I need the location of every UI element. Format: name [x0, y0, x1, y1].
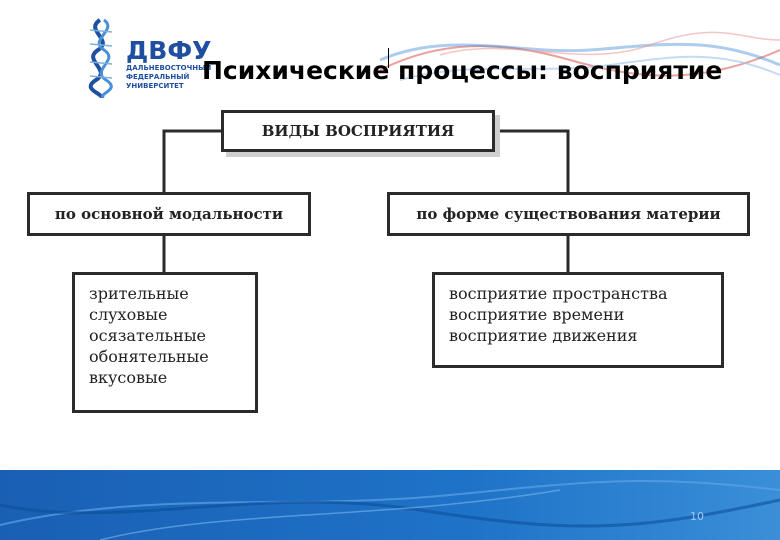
connector-root-right: [495, 131, 568, 192]
list-item: восприятие времени: [449, 304, 707, 325]
matter-form-list: восприятие пространства восприятие време…: [432, 272, 724, 368]
list-item: осязательные: [89, 325, 241, 346]
footer-wave-banner: [0, 470, 780, 540]
list-item: зрительные: [89, 283, 241, 304]
matter-form-category-label: по форме существования материи: [416, 205, 720, 223]
list-item: обонятельные: [89, 346, 241, 367]
modality-category-label: по основной модальности: [55, 205, 283, 223]
modality-list: зрительные слуховые осязательные обоняте…: [72, 272, 258, 413]
root-category-box: ВИДЫ ВОСПРИЯТИЯ: [221, 110, 495, 152]
list-item: слуховые: [89, 304, 241, 325]
page-number: 10: [690, 510, 704, 523]
list-item: восприятие пространства: [449, 283, 707, 304]
list-item: вкусовые: [89, 367, 241, 388]
list-item: восприятие движения: [449, 325, 707, 346]
root-category-label: ВИДЫ ВОСПРИЯТИЯ: [262, 122, 455, 140]
connector-root-left: [164, 131, 221, 192]
modality-category-box: по основной модальности: [27, 192, 311, 236]
matter-form-category-box: по форме существования материи: [387, 192, 750, 236]
